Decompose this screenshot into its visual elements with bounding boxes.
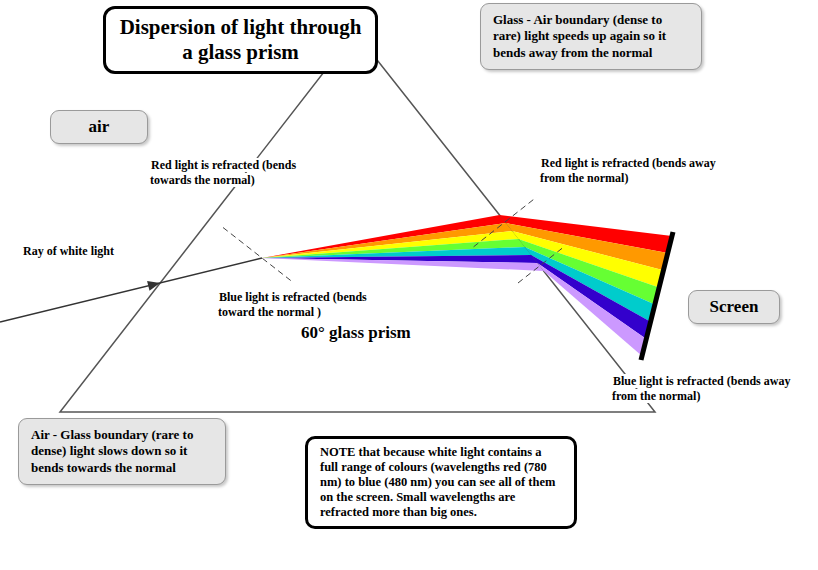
info-box: Glass - Air boundary (dense to rare) lig… [480, 3, 702, 70]
box-text: Screen [697, 297, 771, 317]
prism-label: 60° glass prism [300, 323, 412, 342]
screen-label-box: Screen [688, 290, 780, 324]
refraction-label-holder: Blue light is refracted (bends toward th… [218, 290, 396, 320]
screen-line [641, 232, 673, 360]
box-text: Glass - Air boundary (dense to rare) lig… [493, 12, 689, 61]
refraction-label: Blue light is refracted (bends toward th… [218, 290, 367, 319]
box-text: air [59, 117, 139, 137]
spectrum-inside [262, 215, 544, 271]
title-box: Dispersion of light through a glass pris… [103, 6, 378, 74]
diagram-title: Dispersion of light through a glass pris… [116, 15, 365, 65]
ray-label-holder: Ray of white light [22, 244, 162, 259]
normal-line [223, 228, 292, 282]
refraction-label-holder: Red light is refracted (bends away from … [540, 156, 740, 186]
box-text: Air - Glass boundary (rare to dense) lig… [31, 427, 213, 476]
ray-arrowhead [147, 281, 160, 291]
note-box: NOTE that because white light contains a… [305, 436, 577, 529]
prism-outline [60, 32, 655, 412]
refraction-label-holder: Red light is refracted (bends towards th… [150, 158, 328, 188]
prism-label-holder: 60° glass prism [300, 322, 412, 343]
region-label-box: air [50, 110, 148, 144]
ray-label: Ray of white light [22, 244, 115, 258]
info-box: Air - Glass boundary (rare to dense) lig… [18, 418, 226, 485]
refraction-label-holder: Blue light is refracted (bends away from… [612, 374, 812, 404]
normal-line [518, 246, 565, 283]
box-text: NOTE that because white light contains a… [320, 445, 562, 520]
normal-line [474, 197, 537, 247]
refraction-label: Red light is refracted (bends towards th… [150, 158, 296, 187]
refraction-label: Blue light is refracted (bends away from… [612, 374, 790, 403]
refraction-label: Red light is refracted (bends away from … [540, 156, 716, 185]
